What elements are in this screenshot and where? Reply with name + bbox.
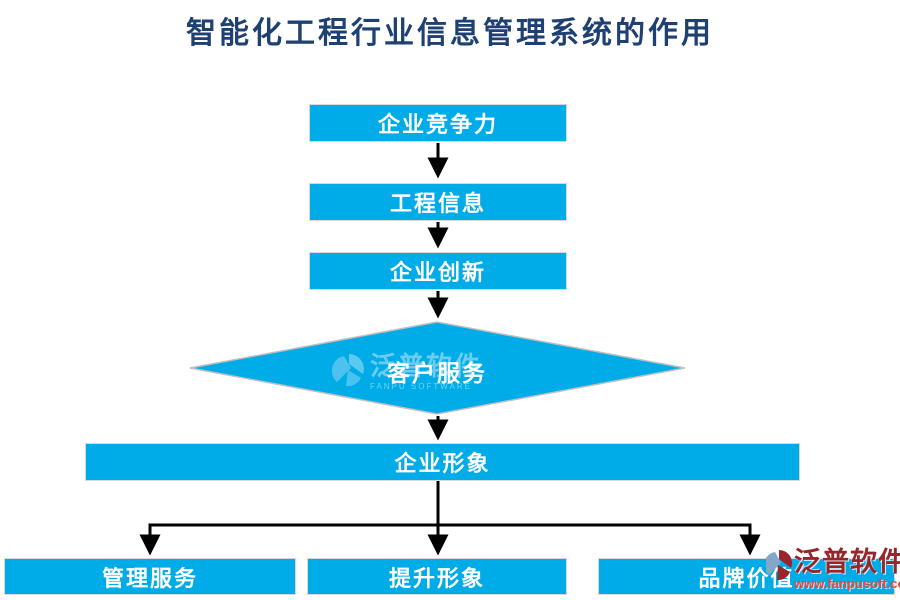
flow-node-brand-value: 品牌价值: [598, 558, 895, 595]
flow-node-label: 提升形象: [388, 565, 485, 591]
flow-node-label: 企业竞争力: [377, 112, 498, 137]
flow-node-management-service: 管理服务: [4, 558, 296, 595]
flow-node-corporate-image: 企业形象: [85, 443, 800, 481]
flow-node-label: 企业形象: [394, 451, 491, 476]
decision-label: 客户服务: [387, 361, 487, 386]
flow-node-label: 企业创新: [389, 260, 486, 285]
flow-node-enterprise-innovation: 企业创新: [309, 252, 567, 290]
page-title: 智能化工程行业信息管理系统的作用: [186, 17, 714, 50]
flow-node-improve-image: 提升形象: [307, 558, 567, 595]
flow-node-engineering-information: 工程信息: [309, 183, 567, 221]
flow-node-label: 品牌价值: [698, 565, 795, 591]
flow-node-enterprise-competitiveness: 企业竞争力: [309, 104, 567, 142]
flow-node-label: 管理服务: [101, 565, 198, 591]
flow-node-label: 工程信息: [389, 191, 486, 216]
decision-diamond: [189, 321, 686, 415]
